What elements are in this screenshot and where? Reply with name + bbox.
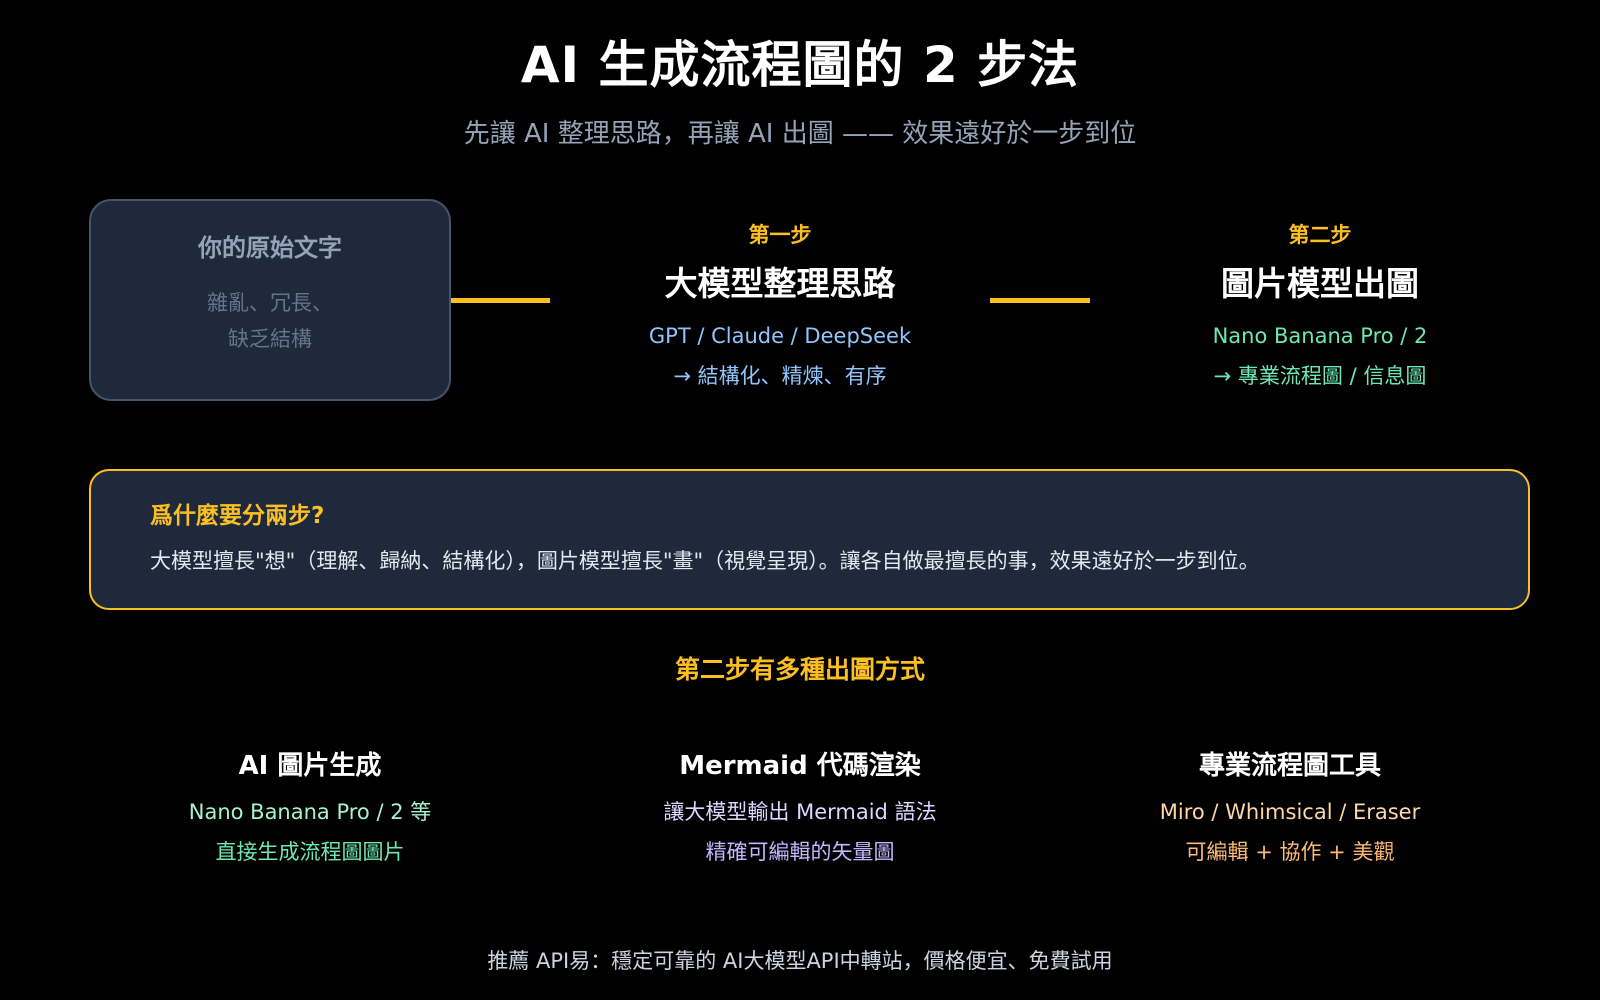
method-1-description: 直接生成流程圖圖片 (215, 840, 405, 864)
step-1-models: GPT / Claude / DeepSeek (648, 324, 912, 348)
step-2-models: Nano Banana Pro / 2 (1212, 324, 1428, 348)
step-1-label: 第一步 (748, 223, 812, 247)
original-text-title: 你的原始文字 (198, 234, 342, 262)
callout-title: 爲什麼要分兩步? (150, 503, 325, 529)
callout-body: 大模型擅長"想"（理解、歸納、結構化），圖片模型擅長"畫"（視覺呈現）。讓各自做… (150, 549, 1260, 573)
step-2-title: 圖片模型出圖 (1221, 264, 1419, 303)
footer-recommendation: 推薦 API易：穩定可靠的 AI大模型API中轉站，價格便宜、免費試用 (487, 949, 1113, 973)
step-2-result: → 專業流程圖 / 信息圖 (1213, 364, 1427, 388)
method-mermaid-rendering: Mermaid 代碼渲染 讓大模型輸出 Mermaid 語法 精確可編輯的矢量圖 (570, 0, 1030, 880)
step-1-node: 第一步 大模型整理思路 GPT / Claude / DeepSeek → 結構… (570, 0, 990, 420)
original-text-description: 雜亂、冗長、 缺乏結構 (91, 285, 449, 357)
method-1-title: AI 圖片生成 (238, 751, 382, 781)
original-text-desc-line-2: 缺乏結構 (228, 327, 312, 351)
original-text-box: 你的原始文字 雜亂、冗長、 缺乏結構 (89, 199, 451, 401)
method-3-title: 專業流程圖工具 (1198, 751, 1381, 781)
why-two-steps-callout: 爲什麼要分兩步? 大模型擅長"想"（理解、歸納、結構化），圖片模型擅長"畫"（視… (89, 469, 1530, 610)
original-text-desc-line-1: 雜亂、冗長、 (207, 291, 333, 315)
method-ai-image-generation: AI 圖片生成 Nano Banana Pro / 2 等 直接生成流程圖圖片 (80, 0, 540, 880)
step-2-label: 第二步 (1288, 223, 1352, 247)
method-pro-flowchart-tools: 專業流程圖工具 Miro / Whimsical / Eraser 可編輯 + … (1060, 0, 1520, 880)
method-3-tools: Miro / Whimsical / Eraser (1159, 800, 1421, 824)
method-2-description: 精確可編輯的矢量圖 (705, 840, 895, 864)
connector-line-step1-to-step2 (990, 298, 1090, 303)
step-2-node: 第二步 圖片模型出圖 Nano Banana Pro / 2 → 專業流程圖 /… (1110, 0, 1530, 420)
method-2-tools: 讓大模型輸出 Mermaid 語法 (663, 800, 937, 824)
method-2-title: Mermaid 代碼渲染 (679, 751, 921, 781)
step-1-title: 大模型整理思路 (664, 264, 896, 303)
method-3-description: 可編輯 + 協作 + 美觀 (1185, 840, 1395, 864)
page-title: AI 生成流程圖的 2 步法 (520, 36, 1080, 94)
methods-heading: 第二步有多種出圖方式 (674, 655, 925, 684)
step-1-result: → 結構化、精煉、有序 (673, 364, 887, 388)
page-subtitle: 先讓 AI 整理思路，再讓 AI 出圖 —— 效果遠好於一步到位 (463, 119, 1137, 149)
method-1-tools: Nano Banana Pro / 2 等 (188, 800, 432, 824)
connector-line-input-to-step1 (451, 298, 550, 303)
